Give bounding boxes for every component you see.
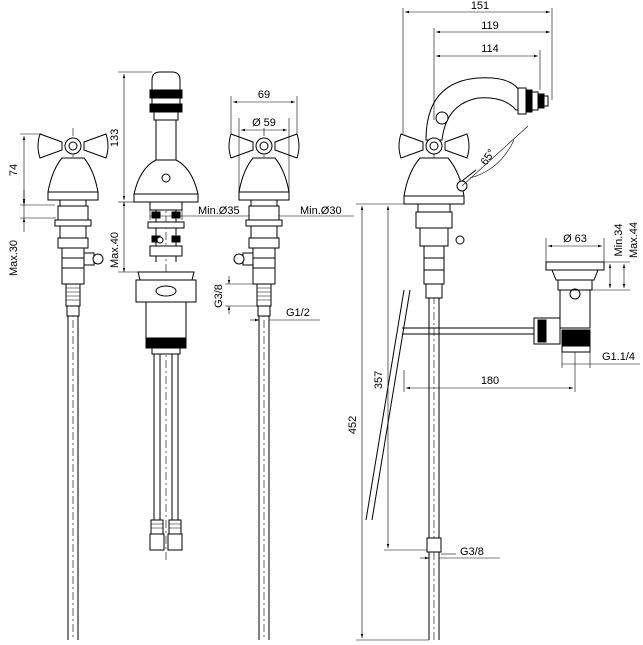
dim-min34-label: Min.34: [613, 223, 625, 256]
dim-max30-label: Max.30: [8, 240, 20, 276]
view-handle-right: 69 Ø 59 Min.Ø30 G3/8 G1/2: [213, 89, 354, 640]
view-spout-side: 133 Max.40 Min.Ø35: [109, 71, 250, 560]
dim-151-label: 151: [471, 0, 489, 12]
view-mixer-front: 151 119 114 65° Ø 63 Min.34 Max.44 G1.1/…: [347, 0, 640, 641]
dim-452-label: 452: [347, 416, 359, 434]
dim-g12-label: G1/2: [286, 307, 310, 319]
dim-357-label: 357: [373, 371, 385, 389]
dim-min35-label: Min.Ø35: [198, 205, 240, 217]
dim-63-label: Ø 63: [563, 233, 587, 245]
dim-min30-label: Min.Ø30: [300, 205, 342, 217]
dim-max40-label: Max.40: [109, 232, 121, 268]
dim-114-label: 114: [481, 43, 499, 55]
dim-g38-left-label: G3/8: [213, 284, 225, 308]
dim-74-label: 74: [8, 164, 20, 176]
dim-max44-label: Max.44: [628, 222, 640, 258]
dim-g38-right-label: G3/8: [460, 546, 484, 558]
dim-133-label: 133: [109, 129, 121, 147]
dim-59-label: Ø 59: [252, 117, 276, 129]
view-handle-left: 74 Max.30: [8, 128, 109, 640]
dim-180-label: 180: [481, 375, 499, 387]
dim-69-label: 69: [258, 89, 270, 101]
dim-119-label: 119: [481, 20, 499, 32]
dim-g114-label: G1.1/4: [602, 351, 635, 363]
dim-65-label: 65°: [479, 147, 498, 168]
